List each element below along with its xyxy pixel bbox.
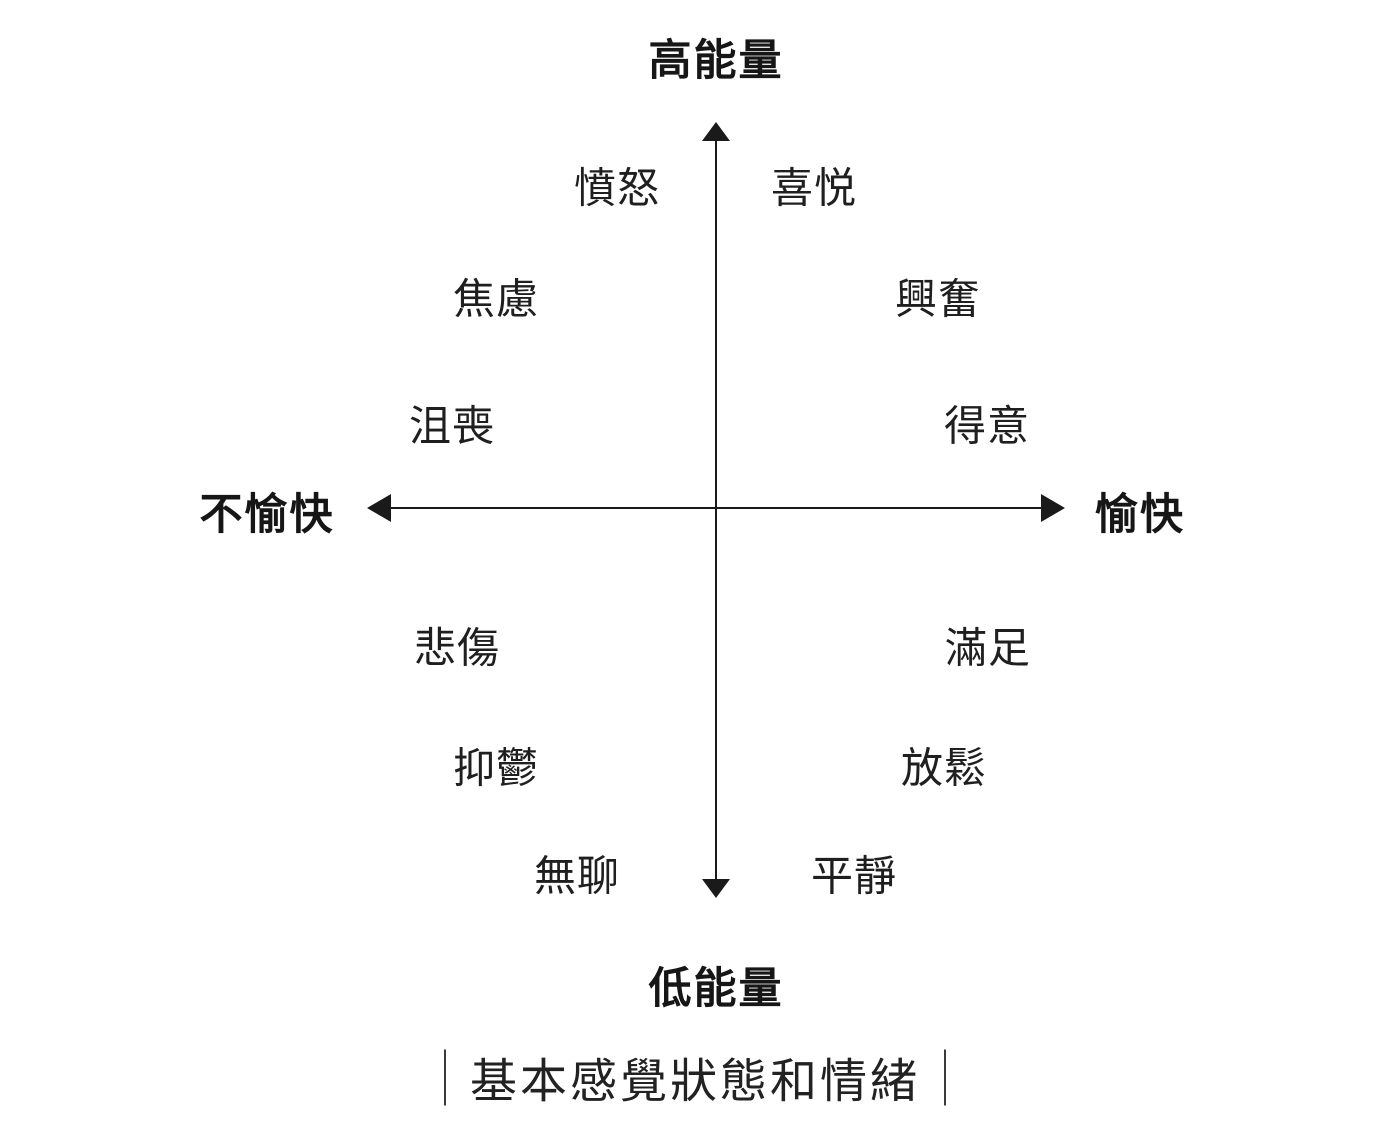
- emotion-excitement: 興奮: [894, 275, 982, 323]
- emotion-anxiety: 焦慮: [452, 275, 540, 323]
- emotion-depression: 抑鬱: [452, 744, 540, 792]
- emotion-contentment: 滿足: [944, 624, 1032, 672]
- axis-label-low-energy: 低能量: [648, 965, 784, 1013]
- axis-label-pleasant: 愉快: [1095, 491, 1185, 539]
- caption-text: 基本感覺狀態和情緒: [470, 1054, 920, 1108]
- arrowhead-up-icon: [702, 122, 730, 141]
- emotion-sadness: 悲傷: [413, 624, 501, 672]
- emotion-relaxation: 放鬆: [900, 744, 988, 792]
- caption-left-bar: [444, 1049, 446, 1105]
- emotion-calm: 平靜: [810, 852, 898, 900]
- axis-label-high-energy: 高能量: [648, 37, 784, 85]
- arrowhead-down-icon: [702, 879, 730, 898]
- emotion-boredom: 無聊: [533, 852, 621, 900]
- caption: 基本感覺狀態和情緒: [444, 1043, 946, 1112]
- arrowhead-left-icon: [367, 494, 391, 522]
- caption-right-bar: [944, 1049, 946, 1105]
- emotion-joy: 喜悦: [770, 164, 858, 212]
- arrowhead-right-icon: [1041, 494, 1065, 522]
- emotion-frustration: 沮喪: [408, 402, 496, 450]
- emotion-pride: 得意: [943, 402, 1031, 450]
- axis-label-unpleasant: 不愉快: [199, 491, 335, 539]
- emotion-anger: 憤怒: [573, 164, 661, 212]
